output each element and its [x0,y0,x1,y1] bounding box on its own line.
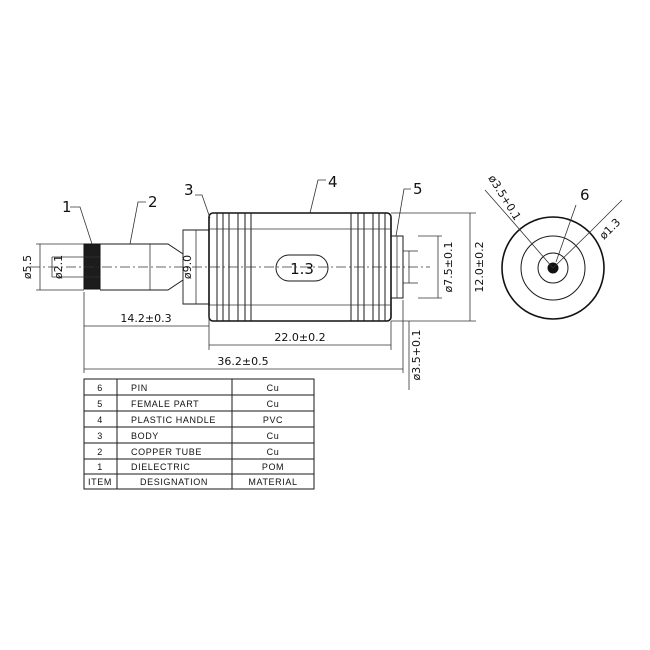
svg-text:DIELECTRIC: DIELECTRIC [131,462,191,472]
svg-text:ITEM: ITEM [88,477,112,487]
svg-text:Cu: Cu [267,383,280,393]
end-female-circle [520,235,586,301]
bom-header-row: ITEM DESIGNATION MATERIAL [88,477,297,487]
callout-2: 2 [148,193,158,211]
dielectric-tip [83,243,101,290]
dim-female-inner: ø3.5+0.1 [410,330,423,381]
bom-row: 3 BODY Cu [97,431,279,441]
callout-1: 1 [62,198,72,216]
bom-row: 1 DIELECTRIC POM [97,462,284,472]
svg-text:3: 3 [97,431,103,441]
handle-mark-text: 1.3 [290,260,314,278]
svg-text:COPPER TUBE: COPPER TUBE [131,447,202,457]
bom-row: 2 COPPER TUBE Cu [97,447,279,457]
svg-text:PVC: PVC [263,415,283,425]
dim-end-outer: ø3.5+0.1 [485,173,523,223]
svg-text:BODY: BODY [131,431,159,441]
svg-text:MATERIAL: MATERIAL [248,477,297,487]
bom-row: 6 PIN Cu [97,383,279,393]
svg-text:PIN: PIN [131,383,148,393]
handle-mark-pill [275,254,329,282]
svg-text:1: 1 [97,462,103,472]
left-dimensions: ø5.5 ø2.1 ø9.0 [21,230,194,304]
callout-4: 4 [328,173,338,191]
callout-5: 5 [413,180,423,198]
bom-table: 6 PIN Cu 5 FEMALE PART Cu 4 PLASTIC HAND… [83,378,315,490]
svg-text:PLASTIC HANDLE: PLASTIC HANDLE [131,415,216,425]
dim-end-pin: ø1.3 [597,216,623,242]
end-view: ø1.3 ø3.5+0.1 6 [484,173,623,320]
end-bore-circle [537,252,569,284]
length-dimensions: 14.2±0.3 22.0±0.2 36.2±0.5 [83,292,404,373]
dim-outer-tip: ø5.5 [21,255,34,279]
svg-text:5: 5 [97,399,103,409]
side-view: 1.3 [30,212,430,322]
svg-text:Cu: Cu [267,447,280,457]
dim-len-handle: 22.0±0.2 [274,331,325,344]
end-outer-circle [501,216,605,320]
dim-len-tip: 14.2±0.3 [120,312,171,325]
callout-6: 6 [580,186,590,204]
svg-text:DESIGNATION: DESIGNATION [140,477,208,487]
svg-text:Cu: Cu [267,399,280,409]
svg-text:6: 6 [97,383,103,393]
svg-text:4: 4 [97,415,103,425]
callout-3: 3 [184,181,194,199]
bom-row: 4 PLASTIC HANDLE PVC [97,415,283,425]
callouts: 1 2 3 4 5 [62,173,423,245]
dim-handle: 12.0±0.2 [473,241,486,292]
svg-text:Cu: Cu [267,431,280,441]
svg-text:POM: POM [262,462,284,472]
bom-row: 5 FEMALE PART Cu [97,399,279,409]
dim-inner-tip: ø2.1 [52,255,65,279]
right-dimensions: ø7.5±0.1 12.0±0.2 ø3.5+0.1 [391,212,486,390]
dim-female-outer: ø7.5±0.1 [442,242,455,293]
dim-body: ø9.0 [181,255,194,279]
dim-len-total: 36.2±0.5 [217,355,268,368]
svg-text:2: 2 [97,447,103,457]
svg-text:FEMALE PART: FEMALE PART [131,399,199,409]
